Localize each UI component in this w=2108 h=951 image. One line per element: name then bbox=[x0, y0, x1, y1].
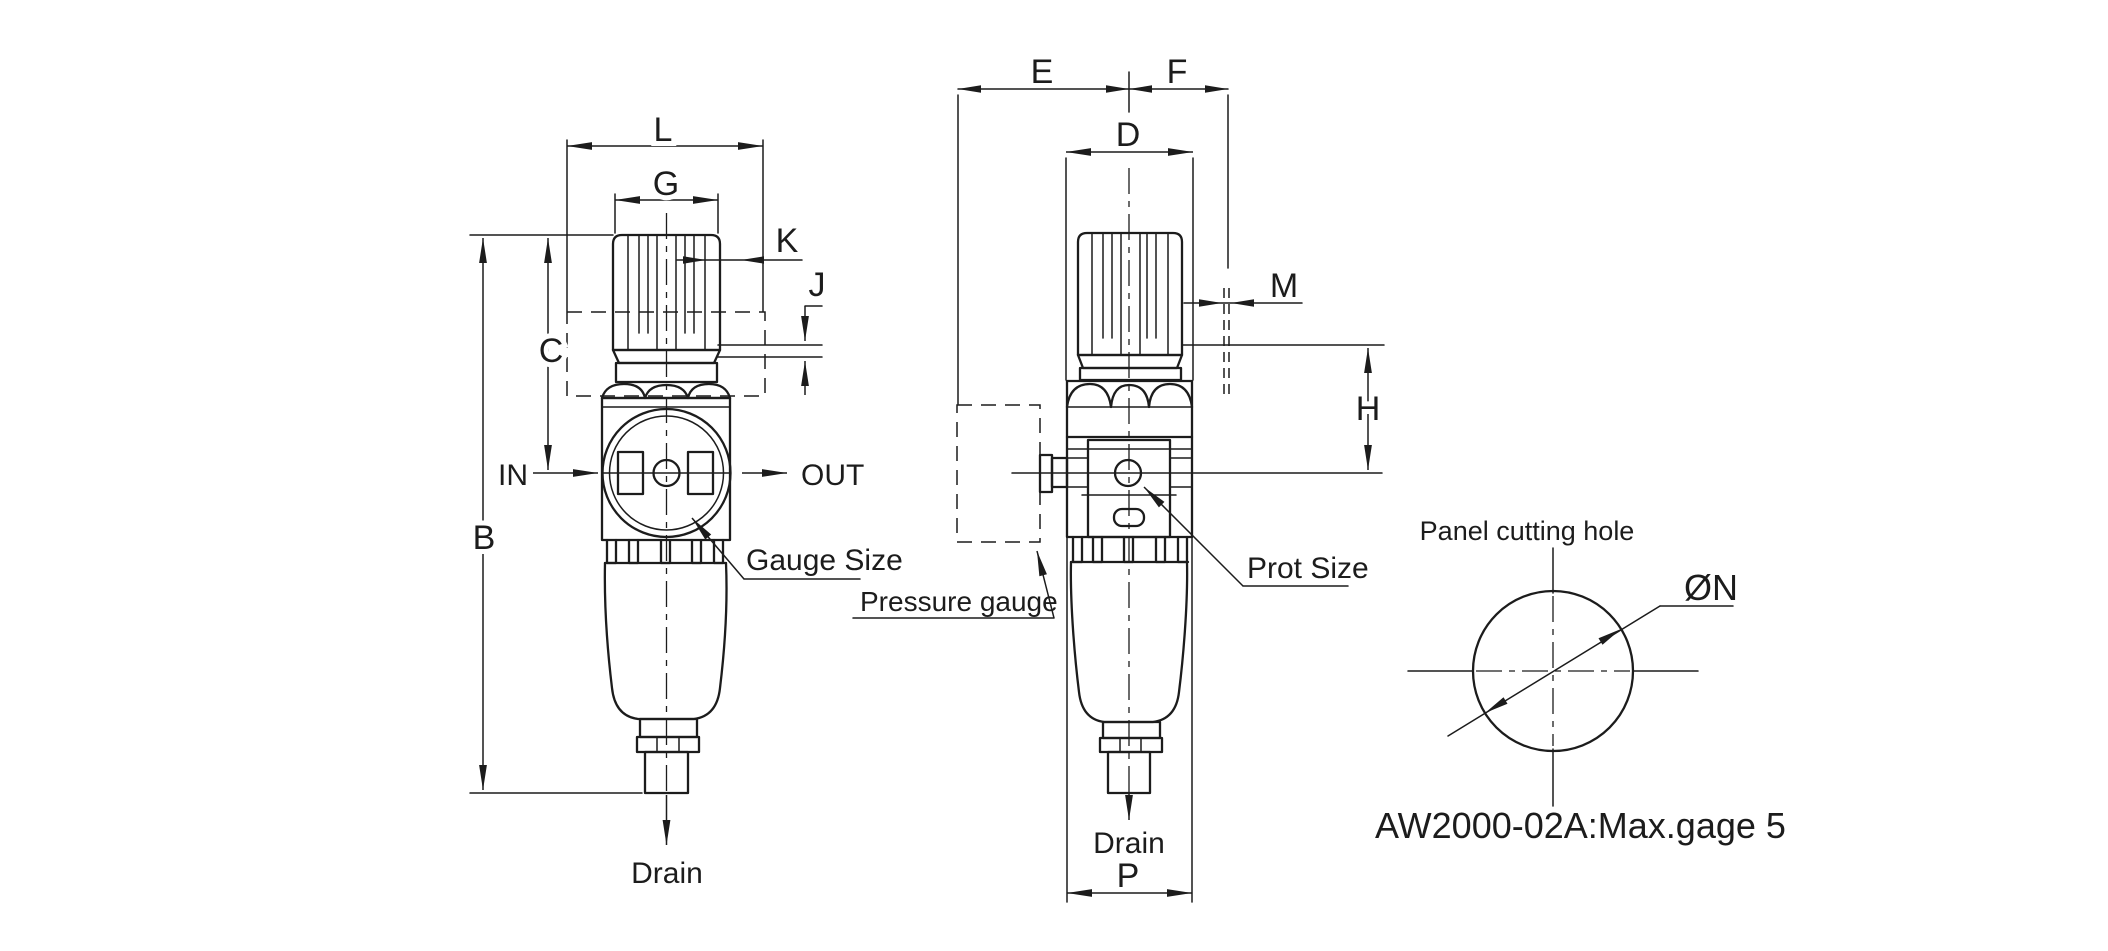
prot-size-callout: Prot Size bbox=[1143, 486, 1369, 587]
front-drain-callout: Drain bbox=[631, 795, 703, 890]
out-label: OUT bbox=[801, 459, 864, 492]
front-gauge-center bbox=[652, 458, 681, 488]
dim-B: B bbox=[468, 238, 643, 794]
front-drain-fitting bbox=[635, 717, 701, 795]
dim-label-k: K bbox=[776, 222, 799, 260]
dim-C: C bbox=[469, 234, 614, 470]
front-bowl bbox=[603, 561, 728, 721]
diameter-leader: ØN bbox=[1447, 567, 1738, 737]
front-inlet-port bbox=[616, 450, 645, 496]
model-note: AW2000-02A:Max.gage 5 bbox=[1375, 805, 1786, 846]
side-slot bbox=[1112, 507, 1146, 528]
side-knob bbox=[1076, 231, 1184, 382]
panel-hole-title: Panel cutting hole bbox=[1420, 516, 1635, 546]
front-drain-label: Drain bbox=[631, 857, 703, 890]
side-drain-label: Drain bbox=[1093, 827, 1165, 860]
front-teeth bbox=[605, 538, 725, 565]
front-panel-dashed-box bbox=[566, 311, 766, 397]
dim-D: D bbox=[1065, 111, 1194, 381]
gauge-size-label: Gauge Size bbox=[746, 544, 903, 577]
side-teeth bbox=[1071, 535, 1189, 564]
dim-E-F: E F bbox=[957, 48, 1229, 405]
pressure-gauge-callout: Pressure gauge bbox=[852, 550, 1058, 619]
prot-size-label: Prot Size bbox=[1247, 552, 1369, 585]
dim-M: M bbox=[1183, 262, 1303, 397]
side-drain-fitting bbox=[1098, 720, 1164, 795]
dim-label-j: J bbox=[809, 266, 826, 304]
front-knob-band bbox=[614, 361, 719, 384]
dim-label-d: D bbox=[1116, 116, 1141, 154]
dim-label-m: M bbox=[1270, 267, 1298, 305]
dim-P: P bbox=[1066, 536, 1193, 903]
dim-G: G bbox=[614, 160, 719, 234]
dim-label-l: L bbox=[654, 111, 673, 149]
gauge-size-callout: Gauge Size bbox=[691, 517, 903, 580]
front-view: L G K J C bbox=[468, 106, 903, 890]
in-label: IN bbox=[498, 459, 528, 492]
dim-label-h: H bbox=[1356, 390, 1381, 428]
side-view: E F D bbox=[852, 48, 1385, 903]
diameter-label: ØN bbox=[1684, 567, 1738, 608]
dim-K: K bbox=[676, 217, 804, 265]
dim-J: J bbox=[717, 261, 831, 395]
dim-label-c: C bbox=[539, 332, 564, 370]
out-flow: OUT bbox=[742, 459, 864, 492]
panel-hole-view: Panel cutting hole ØN bbox=[1407, 516, 1738, 807]
dim-label-f: F bbox=[1167, 53, 1188, 91]
dim-H: H bbox=[1181, 344, 1385, 470]
front-knob bbox=[611, 233, 722, 384]
front-drain-stem bbox=[643, 750, 690, 795]
pressure-gauge-label: Pressure gauge bbox=[860, 586, 1058, 617]
side-drain-callout: Drain bbox=[1093, 793, 1165, 860]
dim-label-b: B bbox=[473, 519, 496, 557]
in-flow: IN bbox=[498, 459, 598, 492]
dim-label-g: G bbox=[653, 165, 679, 203]
dim-L: L bbox=[566, 106, 764, 312]
front-body bbox=[600, 396, 732, 542]
dim-label-e: E bbox=[1031, 53, 1054, 91]
dim-label-p: P bbox=[1117, 857, 1140, 895]
front-outlet-port bbox=[686, 450, 715, 496]
